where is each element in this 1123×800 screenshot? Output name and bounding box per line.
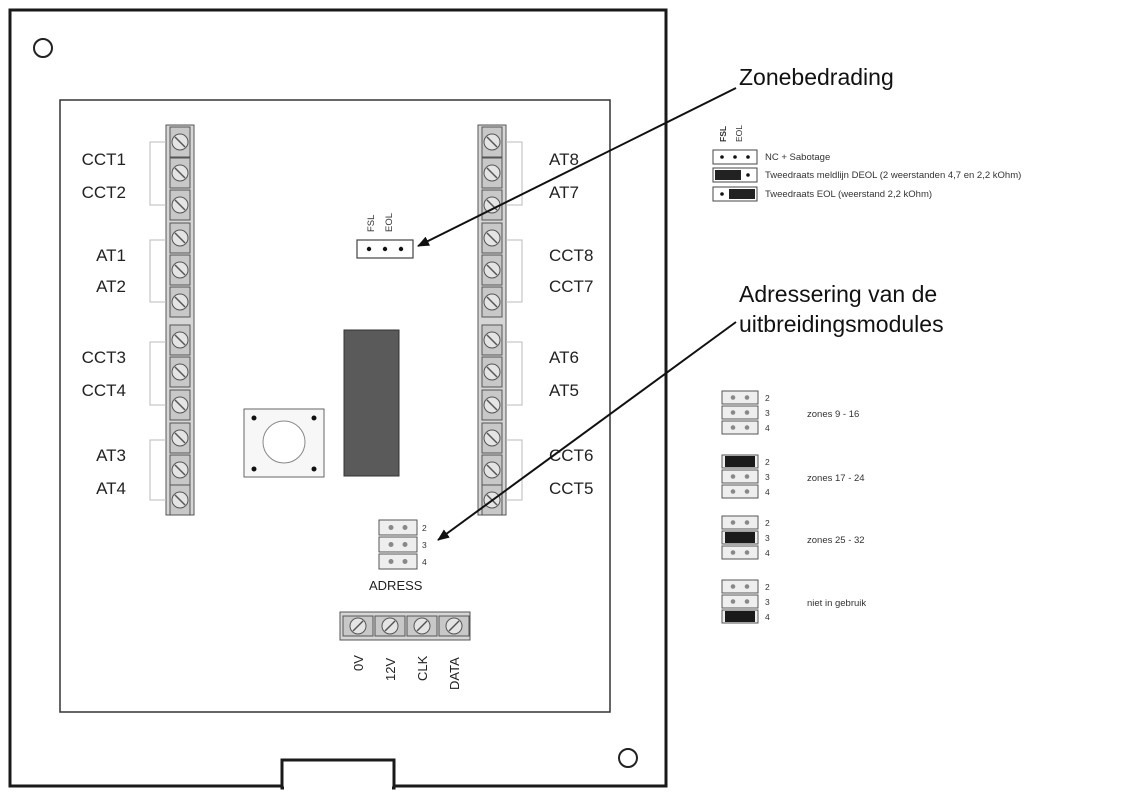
zone-pin-label: 3 [765,408,770,418]
terminal-screw [481,454,503,486]
zone-pin-label: 2 [765,457,770,467]
legend-row: NC + Sabotage [765,152,830,163]
zone-pin-label: 4 [765,423,770,433]
address-jumper-block: 2 3 4 ADRESS [369,519,427,593]
terminal-label: CCT8 [549,246,593,265]
zone-config-block: 2 3 4 niet in gebruik [721,579,866,624]
terminal-screw [169,454,191,486]
zone-range-label: zones 9 - 16 [807,409,859,420]
terminal-label: AT8 [549,150,579,169]
terminal-label: CCT4 [82,381,126,400]
address-label: ADRESS [369,578,423,593]
zone-wiring-arrow [417,87,737,247]
terminal-screw [406,615,438,637]
bus-terminal-label: 0V [351,655,366,671]
terminal-label: AT5 [549,381,579,400]
terminal-screw [481,222,503,254]
zone-wiring-callout: Zonebedrading [739,64,894,90]
terminal-label: CCT7 [549,277,593,296]
terminal-screw [169,356,191,388]
bus-terminal-label: 12V [383,658,398,681]
terminal-screw [169,389,191,421]
zone-pin-label: 2 [765,518,770,528]
terminal-screw [438,615,470,637]
left-terminal-labels: CCT1 CCT2 AT1 AT2 CCT3 CCT4 AT3 AT4 [82,150,126,498]
terminal-label: AT4 [96,479,126,498]
bus-terminal-label: DATA [447,657,462,690]
mounting-hole-top-left [33,38,53,58]
zone-pin-label: 4 [765,548,770,558]
terminal-screw [481,126,503,158]
right-terminal-labels: AT8 AT7 CCT8 CCT7 AT6 AT5 CCT6 CCT5 [549,150,593,498]
cable-notch [280,758,396,790]
terminal-screw [342,615,374,637]
bus-terminal-label: CLK [415,655,430,681]
terminal-label: CCT1 [82,150,126,169]
address-pin-label: 4 [422,557,427,567]
legend-label-fsl: FSL [718,126,728,142]
zone-range-label: niet in gebruik [807,598,866,609]
terminal-screw [481,157,503,189]
zone-pin-label: 2 [765,393,770,403]
address-pin-label: 3 [422,540,427,550]
legend-row: Tweedraats EOL (weerstand 2,2 kOhm) [765,189,932,200]
terminal-screw [481,422,503,454]
zone-range-label: zones 17 - 24 [807,473,865,484]
fsl-eol-jumper: FSL EOL [356,213,414,259]
terminal-screw [169,254,191,286]
terminal-screw [374,615,406,637]
terminal-label: CCT2 [82,183,126,202]
left-terminal-strip [149,124,195,516]
terminal-screw [481,286,503,318]
zone-pin-label: 4 [765,612,770,622]
terminal-label: AT1 [96,246,126,265]
terminal-label: CCT3 [82,348,126,367]
terminal-label: AT3 [96,446,126,465]
terminal-label: CCT6 [549,446,593,465]
terminal-screw [481,324,503,356]
zone-pin-label: 3 [765,472,770,482]
bottom-terminal-strip: 0V 12V CLK DATA [339,611,471,690]
zone-pin-label: 3 [765,597,770,607]
terminal-label: CCT5 [549,479,593,498]
terminal-screw [481,356,503,388]
terminal-screw [481,389,503,421]
terminal-screw [169,484,191,516]
terminal-screw [169,157,191,189]
terminal-screw [169,422,191,454]
terminal-label: AT2 [96,277,126,296]
terminal-screw [169,286,191,318]
tamper-switch [243,408,325,478]
legend-label-eol: EOL [734,125,744,142]
circuit-board [59,99,611,713]
terminal-screw [169,126,191,158]
ic-chip [343,329,400,477]
terminal-screw [169,324,191,356]
jumper-legend: FSL EOL NC + Sabotage Tweedraats meldlij… [712,125,1021,202]
addressing-arrow [437,321,737,541]
terminal-screw [481,254,503,286]
zone-config-block: 2 3 4 zones 25 - 32 [721,515,865,560]
zone-pin-label: 4 [765,487,770,497]
terminal-screw [169,189,191,221]
zone-config-block: 2 3 4 zones 9 - 16 [721,390,859,435]
zone-range-label: zones 25 - 32 [807,535,865,546]
zone-pin-label: 3 [765,533,770,543]
address-pin-label: 2 [422,523,427,533]
legend-row: Tweedraats meldlijn DEOL (2 weerstanden … [765,170,1021,181]
jumper-label-fsl: FSL [366,215,377,232]
mounting-hole-bottom-right [618,748,638,768]
terminal-label: AT7 [549,183,579,202]
terminal-screw [169,222,191,254]
zone-address-legend: 2 3 4 zones 9 - 16 2 3 4 zones 17 - 24 [721,390,866,624]
jumper-label-eol: EOL [384,213,395,232]
addressing-callout-line1: Adressering van de [739,281,937,307]
addressing-callout-line2: uitbreidingsmodules [739,311,944,337]
zone-config-block: 2 3 4 zones 17 - 24 [721,454,865,499]
right-terminal-strip [477,124,523,516]
terminal-label: AT6 [549,348,579,367]
zone-pin-label: 2 [765,582,770,592]
